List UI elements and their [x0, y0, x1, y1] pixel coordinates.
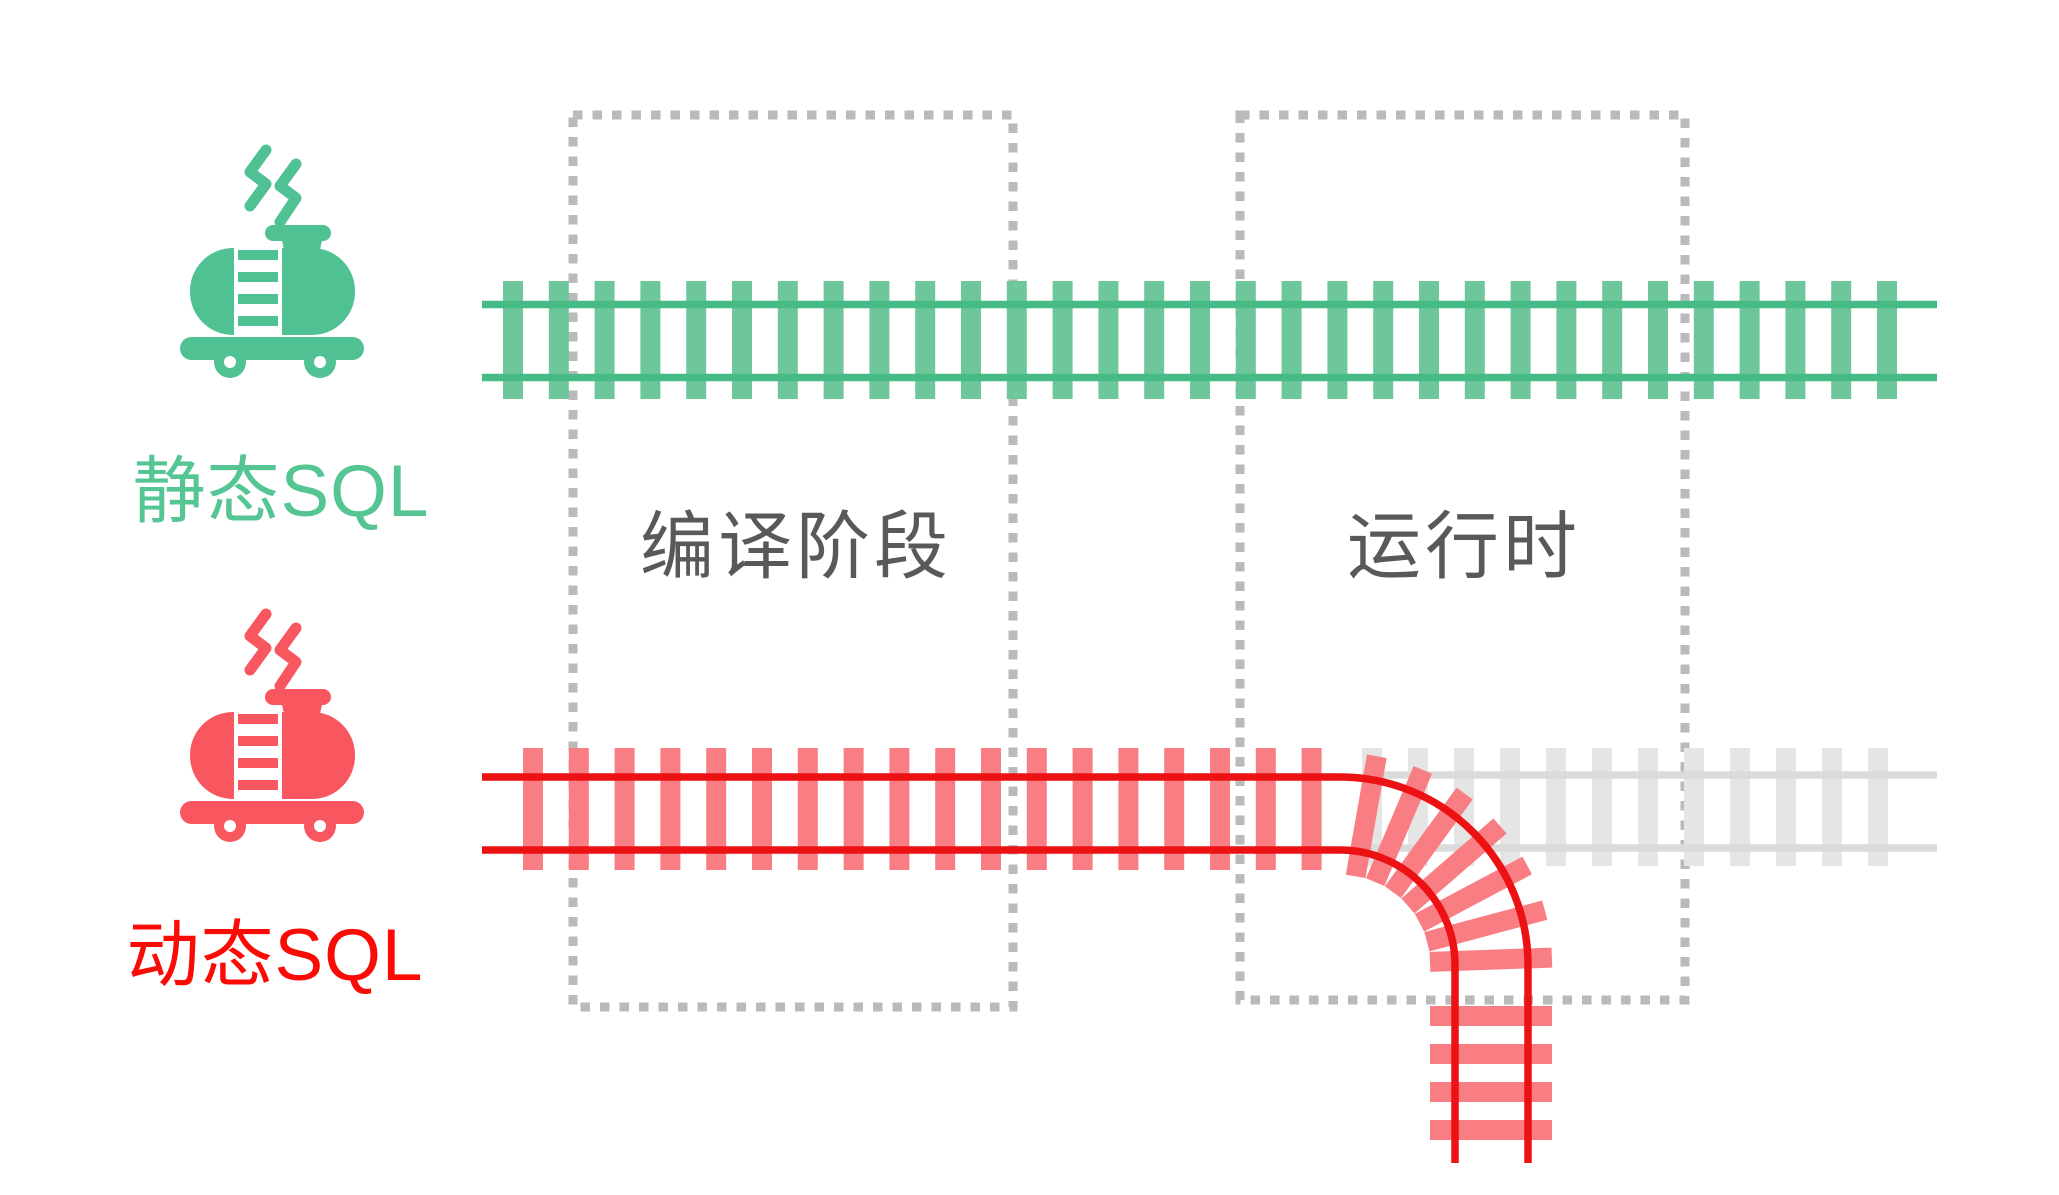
compile-stage-box	[568, 110, 1018, 1012]
runtime-stage-box	[1235, 110, 1690, 1005]
runtime-label: 运行时	[1347, 505, 1581, 588]
red-track-ties	[523, 748, 1553, 1140]
dynamic-sql-train-icon	[180, 614, 364, 842]
gray-track	[1362, 748, 1937, 866]
green-track	[482, 281, 1937, 399]
static-sql-label: 静态SQL	[132, 451, 430, 532]
dynamic-sql-label: 动态SQL	[126, 915, 424, 996]
static-sql-train-icon	[180, 150, 364, 378]
compile-stage-label: 编译阶段	[640, 505, 952, 588]
red-track-rails	[482, 773, 1532, 1163]
